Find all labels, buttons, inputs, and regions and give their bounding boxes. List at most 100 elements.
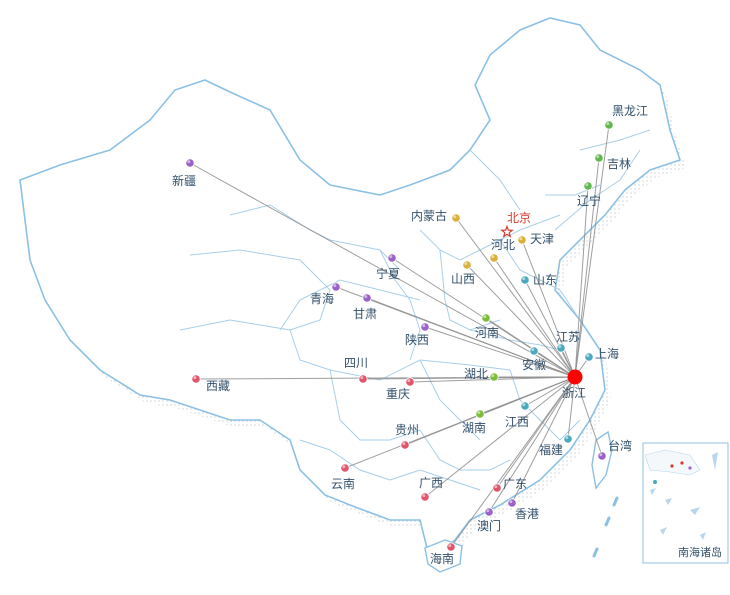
province-marker-2[interactable] <box>583 181 593 191</box>
hub-marker[interactable] <box>567 369 583 385</box>
province-label-1: 吉林 <box>607 157 631 171</box>
province-marker-18[interactable] <box>358 374 368 384</box>
province-label-17: 湖北 <box>464 366 488 381</box>
route-4 <box>521 239 576 378</box>
province-label-0: 黑龙江 <box>612 104 648 118</box>
marker-highlight-11 <box>364 295 368 299</box>
province-label-30: 澳门 <box>477 518 501 533</box>
province-label-9: 宁夏 <box>376 266 400 281</box>
province-marker-13[interactable] <box>481 313 491 323</box>
marker-highlight-2 <box>585 183 589 187</box>
marker-highlight-14 <box>558 345 562 349</box>
marker-highlight-29 <box>509 500 513 504</box>
province-label-3: 内蒙古 <box>411 208 447 223</box>
province-label-6: 山西 <box>451 272 475 286</box>
province-marker-31[interactable] <box>446 542 456 552</box>
province-marker-30[interactable] <box>484 507 494 517</box>
inset-label: 南海诸岛 <box>678 545 722 559</box>
marker-highlight-4 <box>519 237 523 241</box>
marker-highlight-13 <box>483 315 487 319</box>
province-label-19: 西藏 <box>206 379 230 393</box>
capital-label: 北京 <box>507 211 531 225</box>
province-marker-20[interactable] <box>405 377 415 387</box>
route-8 <box>189 162 576 378</box>
route-29 <box>511 376 576 504</box>
province-marker-10[interactable] <box>331 282 341 292</box>
province-marker-0[interactable] <box>604 120 614 130</box>
province-marker-7[interactable] <box>520 275 530 285</box>
capital-star-icon[interactable] <box>500 224 514 238</box>
route-16 <box>533 350 576 378</box>
province-label-27: 广西 <box>419 476 443 490</box>
marker-highlight-22 <box>477 411 481 415</box>
marker-highlight-30 <box>486 509 490 513</box>
marker-highlight-31 <box>448 544 452 548</box>
province-label-10: 青海 <box>310 291 334 306</box>
marker-highlight-16 <box>531 348 535 352</box>
province-marker-14[interactable] <box>556 343 566 353</box>
marker-highlight-27 <box>422 494 426 498</box>
marker-highlight-3 <box>453 215 457 219</box>
province-label-29: 香港 <box>515 507 539 521</box>
province-label-22: 湖南 <box>462 420 486 435</box>
province-markers <box>185 120 614 552</box>
province-marker-19[interactable] <box>191 374 201 384</box>
marker-highlight-12 <box>422 324 426 328</box>
marker-highlight-0 <box>606 122 610 126</box>
marker-highlight-21 <box>522 403 526 407</box>
province-marker-6[interactable] <box>462 260 472 270</box>
province-marker-3[interactable] <box>451 213 461 223</box>
route-31 <box>450 376 576 548</box>
marker-highlight-15 <box>586 354 590 358</box>
marker-highlight-24 <box>565 436 569 440</box>
marker-highlight-10 <box>333 284 337 288</box>
province-label-7: 山东 <box>533 273 557 287</box>
province-marker-17[interactable] <box>489 372 499 382</box>
route-11 <box>366 297 576 378</box>
province-marker-27[interactable] <box>420 492 430 502</box>
province-label-26: 云南 <box>331 476 355 491</box>
province-marker-21[interactable] <box>520 401 530 411</box>
marker-highlight-9 <box>389 255 393 259</box>
province-marker-4[interactable] <box>517 235 527 245</box>
province-label-12: 陕西 <box>405 332 429 347</box>
province-label-13: 河南 <box>475 325 499 340</box>
hub-label: 浙江 <box>562 386 586 400</box>
province-label-4: 天津 <box>530 232 554 246</box>
marker-highlight-25 <box>599 453 603 457</box>
province-marker-11[interactable] <box>362 293 372 303</box>
province-marker-23[interactable] <box>400 440 410 450</box>
province-marker-15[interactable] <box>584 352 594 362</box>
province-marker-28[interactable] <box>492 483 502 493</box>
marker-highlight-17 <box>491 374 495 378</box>
province-marker-26[interactable] <box>340 463 350 473</box>
province-label-24: 福建 <box>539 442 563 457</box>
province-label-8: 新疆 <box>172 173 196 188</box>
province-marker-29[interactable] <box>507 498 517 508</box>
marker-highlight-19 <box>193 376 197 380</box>
province-label-20: 重庆 <box>386 387 410 401</box>
province-marker-1[interactable] <box>594 153 604 163</box>
route-27 <box>424 376 576 498</box>
south-china-sea-inset: 南海诸岛 <box>642 442 729 564</box>
province-label-5: 河北 <box>491 238 515 252</box>
province-marker-12[interactable] <box>420 322 430 332</box>
province-marker-22[interactable] <box>475 409 485 419</box>
province-marker-24[interactable] <box>563 434 573 444</box>
route-0 <box>574 124 610 378</box>
province-label-16: 安徽 <box>522 357 546 372</box>
province-marker-16[interactable] <box>529 346 539 356</box>
province-marker-5[interactable] <box>489 253 499 263</box>
route-2 <box>574 185 589 378</box>
province-marker-8[interactable] <box>185 158 195 168</box>
province-marker-9[interactable] <box>387 253 397 263</box>
marker-highlight-8 <box>187 160 191 164</box>
province-label-28: 广东 <box>503 477 527 491</box>
province-label-11: 甘肃 <box>353 307 377 321</box>
route-12 <box>424 326 576 378</box>
province-marker-25[interactable] <box>597 451 607 461</box>
marker-highlight-28 <box>494 485 498 489</box>
marker-highlight-5 <box>491 255 495 259</box>
